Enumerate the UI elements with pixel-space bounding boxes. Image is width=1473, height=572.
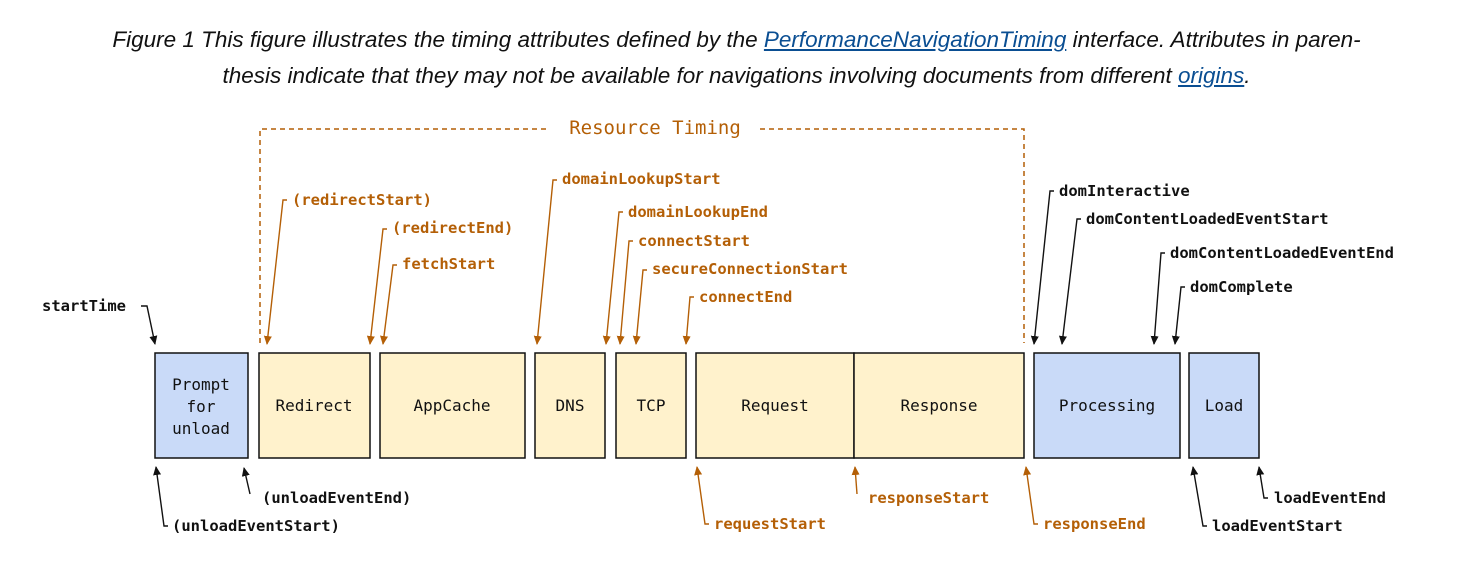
arrow-dom-interactive (1030, 190, 1054, 345)
label-dom-complete: domComplete (1190, 278, 1293, 296)
label-domain-lookup-end: domainLookupEnd (628, 203, 768, 221)
arrow-start-time (141, 305, 158, 345)
phase-label: Prompt (172, 375, 230, 394)
phase-redirect: Redirect (258, 352, 371, 459)
resource-timing-bracket (259, 128, 1025, 343)
arrow-load-event-end (1256, 466, 1268, 499)
label-redirect-end: (redirectEnd) (392, 219, 513, 237)
label-dom-content-loaded-event-end: domContentLoadedEventEnd (1170, 244, 1394, 262)
phase-dns: DNS (534, 352, 606, 459)
label-response-end: responseEnd (1043, 515, 1146, 533)
arrow-fetch-start (380, 264, 397, 345)
label-redirect-start: (redirectStart) (292, 191, 432, 209)
arrow-secure-connection-start (632, 269, 647, 345)
label-response-start: responseStart (868, 489, 989, 507)
phase-label: DNS (556, 396, 585, 415)
label-fetch-start: fetchStart (402, 255, 495, 273)
phase-label: Request (741, 396, 808, 415)
resource-timing-label: Resource Timing (569, 117, 741, 139)
phase-load: Load (1188, 352, 1260, 459)
label-unload-event-end: (unloadEventEnd) (262, 489, 411, 507)
phase-response: Response (853, 352, 1025, 459)
label-request-start: requestStart (714, 515, 826, 533)
phase-label: Processing (1059, 396, 1155, 415)
arrow-dom-complete (1171, 286, 1185, 345)
arrow-dom-content-loaded-event-start (1058, 218, 1081, 345)
label-domain-lookup-start: domainLookupStart (562, 170, 721, 188)
phase-label: TCP (637, 396, 666, 415)
label-start-time: startTime (42, 297, 126, 315)
label-connect-start: connectStart (638, 232, 750, 250)
phase-label: AppCache (413, 396, 490, 415)
arrow-request-start (694, 466, 709, 525)
label-load-event-start: loadEventStart (1212, 517, 1343, 535)
caption-line-1: Figure 1 This figure illustrates the tim… (0, 22, 1473, 58)
caption-text: thesis indicate that they may not be ava… (222, 63, 1178, 88)
caption-text: Figure 1 This figure illustrates the tim… (112, 27, 764, 52)
arrow-response-start (851, 466, 860, 495)
origins-link[interactable]: origins (1177, 63, 1245, 88)
phase-processing: Processing (1033, 352, 1181, 459)
arrow-connect-end (682, 296, 694, 345)
phase-tcp: TCP (615, 352, 687, 459)
arrow-domain-lookup-end (602, 211, 623, 345)
arrow-unload-event-end (241, 467, 251, 495)
arrow-load-event-start (1190, 466, 1207, 527)
top-attribute-labels: startTime (redirectStart) (redirectEnd) … (42, 170, 1394, 315)
caption-line-2: thesis indicate that they may not be ava… (0, 58, 1473, 94)
arrow-unload-event-start (153, 466, 168, 527)
arrow-dom-content-loaded-event-end (1150, 252, 1165, 345)
phase-label: unload (172, 419, 230, 438)
performance-navigation-timing-link[interactable]: PerformanceNavigationTiming (763, 27, 1067, 52)
phase-label: Response (900, 396, 977, 415)
phase-label: Redirect (275, 396, 352, 415)
caption-text: interface. Attributes in paren- (1066, 27, 1361, 52)
phase-appcache: AppCache (379, 352, 526, 459)
label-connect-end: connectEnd (699, 288, 792, 306)
arrow-redirect-start (263, 199, 287, 345)
bottom-attribute-labels: (unloadEventEnd) (unloadEventStart) requ… (172, 489, 1386, 535)
phase-label: Load (1205, 396, 1244, 415)
label-load-event-end: loadEventEnd (1274, 489, 1386, 507)
arrow-domain-lookup-start (533, 179, 557, 345)
phase-prompt-for-unload: Prompt for unload (154, 352, 249, 459)
arrow-redirect-end (366, 228, 387, 345)
label-secure-connection-start: secureConnectionStart (652, 260, 848, 278)
label-dom-content-loaded-event-start: domContentLoadedEventStart (1086, 210, 1329, 228)
phase-label: for (187, 397, 216, 416)
phase-request: Request (695, 352, 855, 459)
caption-text: . (1244, 63, 1251, 88)
bottom-arrows (153, 466, 1268, 527)
label-dom-interactive: domInteractive (1059, 182, 1190, 200)
arrow-response-end (1023, 466, 1038, 525)
figure-caption: Figure 1 This figure illustrates the tim… (0, 22, 1473, 94)
arrow-connect-start (616, 240, 633, 345)
top-arrows (141, 179, 1185, 345)
label-unload-event-start: (unloadEventStart) (172, 517, 340, 535)
